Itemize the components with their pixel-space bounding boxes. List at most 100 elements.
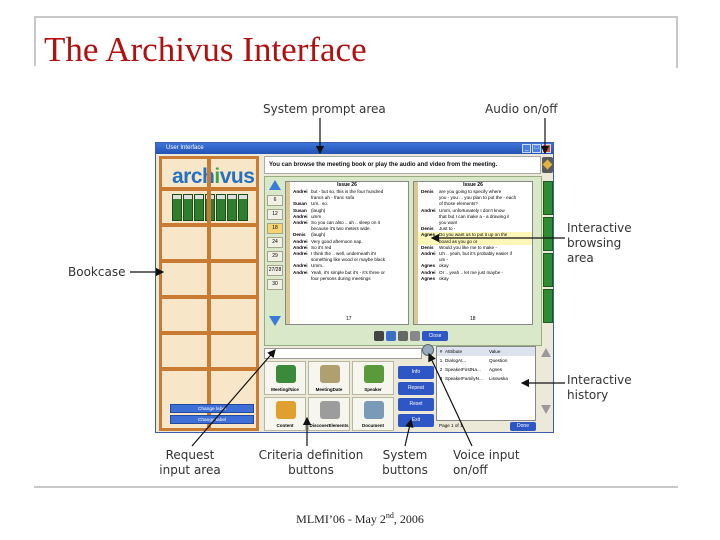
transcript-row[interactable]: you - you ... you plan to put the - each	[414, 195, 532, 201]
meeting-book[interactable]	[216, 194, 226, 221]
transcript-row[interactable]: that but I can make a - a drawing if	[414, 214, 532, 220]
speaker-name: Andrei	[293, 269, 308, 275]
criteria-button-meeting[interactable]: Meeting/Nice	[264, 361, 306, 395]
speaker-name: Agnes	[421, 275, 436, 281]
repeat-button[interactable]: Repeat	[398, 382, 434, 395]
criteria-button-document[interactable]: Document	[352, 397, 394, 431]
meeting-book[interactable]	[194, 194, 204, 221]
page-number[interactable]: 18	[267, 223, 283, 234]
reset-button[interactable]: Reset	[398, 398, 434, 411]
criteria-button-date[interactable]: MeetingDate	[308, 361, 350, 395]
utterance-text: of those elements?	[439, 201, 478, 207]
utterance-text: okay	[439, 263, 449, 269]
meeting-book[interactable]	[183, 194, 193, 221]
side-tab[interactable]	[543, 181, 553, 215]
book-spine	[414, 182, 418, 324]
video-icon[interactable]	[374, 331, 384, 341]
meeting-book[interactable]	[227, 194, 237, 221]
history-up-arrow-icon[interactable]	[541, 348, 551, 357]
transcript-row[interactable]: francs ah - franc sofa	[286, 195, 408, 201]
change-label-button[interactable]: Change label	[170, 404, 254, 413]
archivus-window: User Interface _ □ × archivus Change lab…	[155, 142, 554, 433]
criteria-button-speaker[interactable]: Speaker	[352, 361, 394, 395]
info-button[interactable]: Info	[398, 366, 434, 379]
transcript-row[interactable]: Denis(laugh)	[286, 232, 408, 238]
transcript-row[interactable]: um -	[414, 257, 532, 263]
criteria-button-content[interactable]: Content	[264, 397, 306, 431]
page-up-arrow-icon[interactable]	[269, 180, 281, 190]
callout-browsing-line1: Interactive	[567, 221, 632, 235]
transcript-row[interactable]: because it's two meters wide.	[286, 226, 408, 232]
document-icon[interactable]	[410, 331, 420, 341]
page-number[interactable]: 24	[267, 237, 283, 248]
callout-request: Request input area	[158, 448, 222, 478]
pin-icon	[276, 401, 296, 419]
transcript-row[interactable]: something like wood or maybe black	[286, 257, 408, 263]
close-button[interactable]: Close	[422, 331, 448, 341]
maximize-icon[interactable]: □	[532, 144, 541, 153]
history-down-arrow-icon[interactable]	[541, 405, 551, 414]
utterance-text: Uh .. yeah, but it's probably easier if	[439, 251, 512, 257]
side-tab[interactable]	[543, 217, 553, 251]
page-down-arrow-icon[interactable]	[269, 316, 281, 326]
side-tab[interactable]	[543, 253, 553, 287]
speaker-name: Denis	[293, 232, 306, 238]
audio-toggle-icon[interactable]	[542, 157, 553, 173]
transcript-row[interactable]: four persons during meetings	[286, 276, 408, 282]
transcript-row[interactable]: of those elements?	[414, 201, 532, 207]
page-number[interactable]: 30	[267, 279, 283, 290]
exit-button[interactable]: Exit	[398, 414, 434, 427]
voice-input-icon[interactable]	[422, 344, 434, 356]
logo-i: i	[214, 165, 220, 188]
criteria-button-elements[interactable]: DiscoverElements	[308, 397, 350, 431]
history-col: Value	[489, 349, 501, 354]
meeting-book[interactable]	[238, 194, 248, 221]
speaker-name: Andrei	[293, 263, 308, 269]
done-button[interactable]: Done	[510, 422, 536, 431]
left-page-number: 17	[346, 316, 352, 322]
meeting-book[interactable]	[172, 194, 182, 221]
request-input-field[interactable]	[264, 348, 422, 359]
page-number[interactable]: 27/28	[267, 265, 283, 276]
callout-bookcase: Bookcase	[68, 265, 126, 279]
page-number[interactable]: 12	[267, 209, 283, 220]
close-icon[interactable]: ×	[542, 144, 551, 153]
minimize-icon[interactable]: _	[522, 144, 531, 153]
page-number[interactable]: 29	[267, 251, 283, 262]
transcript-row[interactable]: Susan(laugh)	[286, 208, 408, 214]
change-label-button[interactable]: Change label	[170, 415, 254, 424]
transcript-row[interactable]: you want	[414, 220, 532, 226]
criteria-label: MeetingDate	[315, 387, 343, 392]
slide-icon[interactable]	[398, 331, 408, 341]
audio-icon[interactable]	[386, 331, 396, 341]
page-number[interactable]: 6	[267, 195, 283, 206]
transcript-row[interactable]: board as you go or	[414, 238, 532, 245]
callout-audio: Audio on/off	[485, 102, 558, 116]
side-tab[interactable]	[543, 289, 553, 323]
utterance-text: board as you go or	[439, 238, 478, 244]
